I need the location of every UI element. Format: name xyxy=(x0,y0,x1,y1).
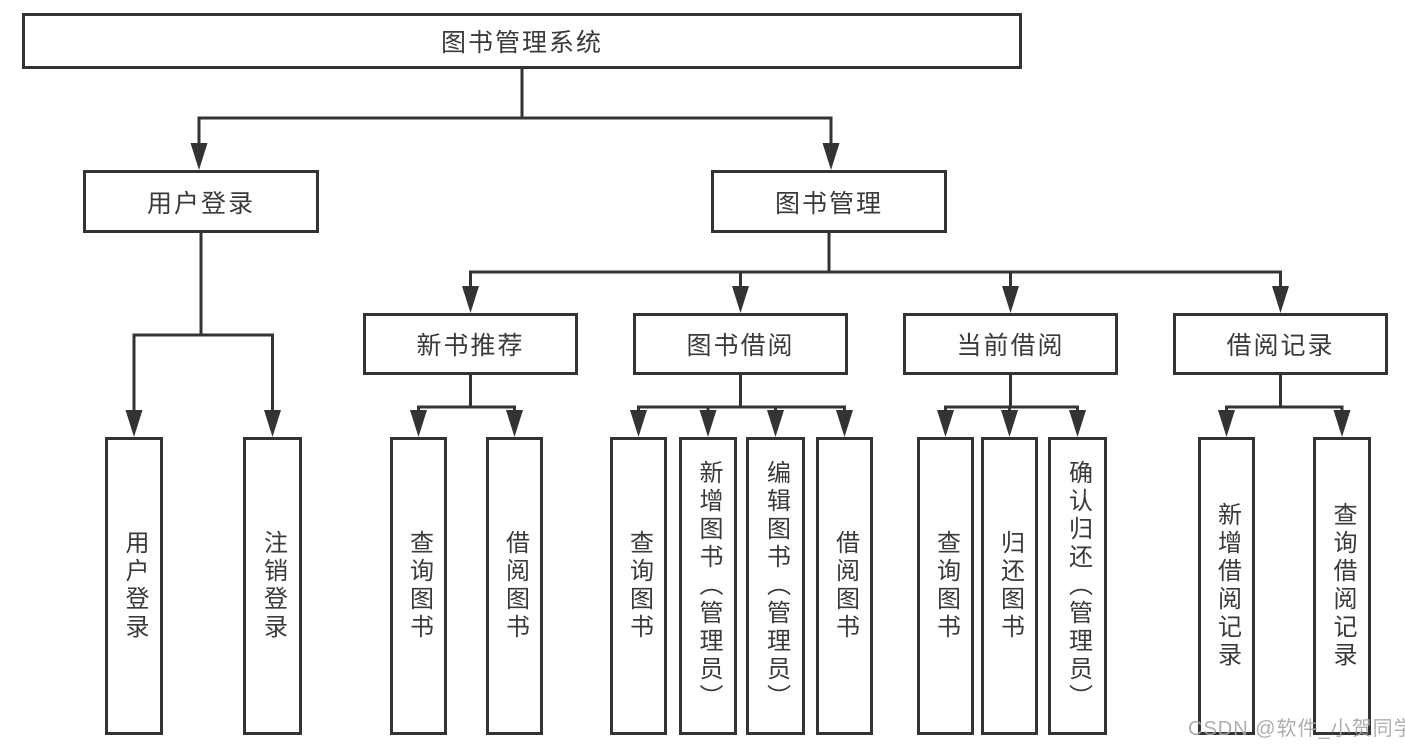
leaf-query-books-2: 查询图书 xyxy=(610,437,667,735)
node-label: 查询图书 xyxy=(932,530,960,642)
node-label: 新增图书（管理员） xyxy=(695,460,722,712)
leaf-return-books: 归还图书 xyxy=(981,437,1038,735)
node-book-management: 图书管理 xyxy=(711,170,947,233)
node-label: 当前借阅 xyxy=(956,332,1065,360)
node-library-management-system: 图书管理系统 xyxy=(22,13,1022,69)
node-label: 图书管理系统 xyxy=(440,29,603,57)
node-book-borrowing: 图书借阅 xyxy=(633,313,848,375)
node-label: 图书借阅 xyxy=(686,332,795,360)
node-label: 归还图书 xyxy=(996,530,1024,642)
node-label: 确认归还（管理员） xyxy=(1064,460,1092,712)
node-new-book-recommend: 新书推荐 xyxy=(363,313,578,375)
leaf-confirm-return-admin: 确认归还（管理员） xyxy=(1048,437,1107,735)
node-label: 查询借阅记录 xyxy=(1329,502,1356,670)
node-label: 用户登录 xyxy=(121,530,148,642)
node-label: 编辑图书（管理员） xyxy=(762,460,790,712)
node-label: 借阅图书 xyxy=(501,530,529,642)
node-label: 查询图书 xyxy=(405,530,433,642)
node-label: 查询图书 xyxy=(625,530,653,642)
node-label: 借阅图书 xyxy=(831,530,859,642)
leaf-borrow-books-1: 借阅图书 xyxy=(486,437,543,735)
watermark-text: CSDN @软件_小贺同学 xyxy=(1188,718,1405,740)
node-current-borrowing: 当前借阅 xyxy=(903,313,1118,375)
node-label: 借阅记录 xyxy=(1226,332,1335,360)
leaf-user-login: 用户登录 xyxy=(105,437,163,735)
leaf-add-books-admin: 新增图书（管理员） xyxy=(679,437,737,735)
leaf-query-books-1: 查询图书 xyxy=(390,437,447,735)
node-label: 新书推荐 xyxy=(416,332,525,360)
node-user-login: 用户登录 xyxy=(83,170,319,233)
leaf-query-borrow-record: 查询借阅记录 xyxy=(1313,437,1371,735)
node-borrowing-records: 借阅记录 xyxy=(1173,313,1388,375)
node-label: 注销登录 xyxy=(259,530,287,642)
leaf-add-borrow-record: 新增借阅记录 xyxy=(1198,437,1255,735)
node-label: 图书管理 xyxy=(774,189,883,218)
node-label: 用户登录 xyxy=(146,189,255,218)
node-label: 新增借阅记录 xyxy=(1213,502,1241,670)
leaf-edit-books-admin: 编辑图书（管理员） xyxy=(746,437,805,735)
leaf-logout: 注销登录 xyxy=(243,437,302,735)
leaf-query-books-3: 查询图书 xyxy=(917,437,974,735)
leaf-borrow-books-2: 借阅图书 xyxy=(816,437,873,735)
